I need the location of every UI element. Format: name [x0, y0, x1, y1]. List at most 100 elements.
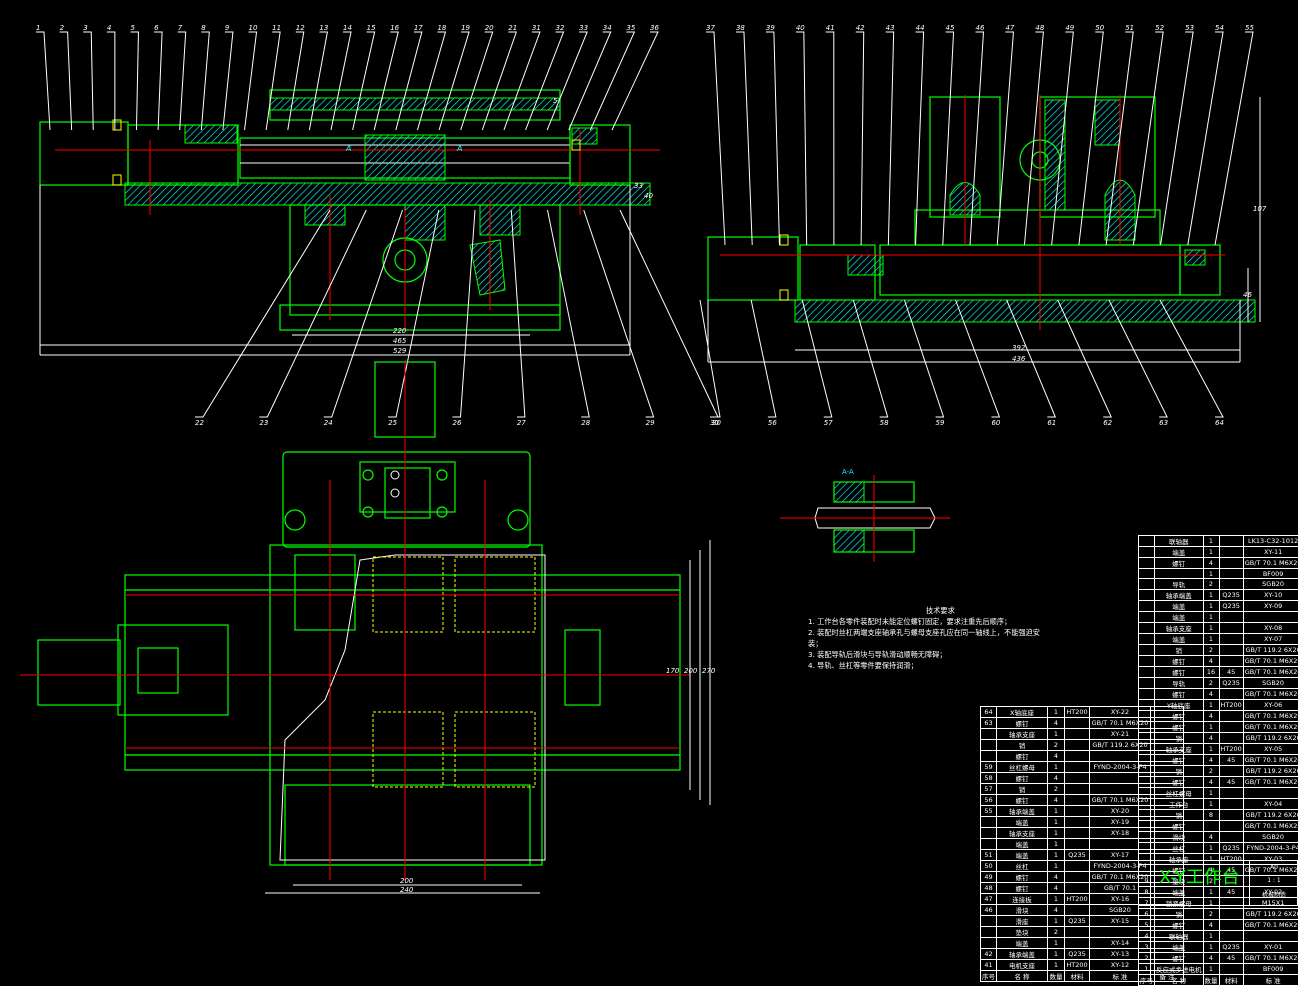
callout-label: 47 — [1005, 24, 1014, 32]
bom-cell-name: 销 — [997, 740, 1048, 751]
bom-cell-std: GB/T 119.2 6X20 — [1243, 766, 1298, 777]
bom-cell-mat — [1219, 799, 1243, 810]
bom-cell-qty: 4 — [1203, 755, 1219, 766]
bom-cell-qty: 1 — [1203, 634, 1219, 645]
bom-cell-std: XY-06 — [1243, 700, 1298, 711]
bom-cell-name: 螺钉 — [1155, 689, 1204, 700]
bom-cell-mat — [1065, 718, 1090, 729]
callout-label: 59 — [936, 419, 945, 427]
bom-cell-qty: 4 — [1203, 777, 1219, 788]
bom-cell-name: 螺钉 — [1155, 656, 1204, 667]
tech-item-2: 2. 装配时丝杠两端支座轴承孔与螺母支座孔应在同一轴线上，不能强迫安 — [808, 627, 1040, 638]
bom-cell-name: 销 — [1155, 810, 1204, 821]
bom-cell-mat — [1065, 762, 1090, 773]
callout-leader — [584, 210, 654, 417]
callout-leader — [569, 32, 611, 130]
bom-cell-mat: Q235 — [1065, 850, 1090, 861]
bom-cell-qty: 1 — [1203, 843, 1219, 854]
bom-cell-no — [1139, 601, 1155, 612]
dim-220: 220 — [393, 327, 407, 335]
bom-cell-name: 联轴器 — [1155, 536, 1204, 547]
callout-leader — [706, 32, 725, 245]
bom-cell-qty: 1 — [1048, 938, 1065, 949]
bom-cell-mat — [1219, 931, 1243, 942]
bom-cell-name — [1155, 569, 1204, 579]
bom-cell-no — [1139, 722, 1155, 733]
bom-cell-name: X轴底座 — [997, 707, 1048, 718]
scale: 1 : 1 — [1250, 877, 1298, 884]
bom-cell-std: GB/T 70.1 M6X20 — [1243, 711, 1298, 722]
bom-cell-mat — [1219, 536, 1243, 547]
bom-cell-no: 2 — [1139, 953, 1155, 964]
callout-leader — [826, 32, 834, 245]
bom-cell-no — [1139, 689, 1155, 700]
bom-cell-std: XY-08 — [1243, 623, 1298, 634]
bom-cell-std: GB/T 70.1 M6X20 — [1243, 920, 1298, 931]
bom-cell-std: GB/T 70.1 M6X20 — [1243, 558, 1298, 569]
callout-label: 55 — [1245, 24, 1254, 32]
bom-cell-name: 销 — [997, 784, 1048, 795]
callout-leader — [374, 32, 398, 130]
bom-cell-qty: 16 — [1203, 667, 1219, 678]
callout-leader — [331, 32, 351, 130]
bom-cell-qty: 1 — [1203, 788, 1219, 799]
callout-label: 54 — [1215, 24, 1224, 32]
bom-cell-qty: 1 — [1203, 612, 1219, 623]
dim-465: 465 — [393, 337, 407, 345]
callout-leader — [1188, 32, 1223, 245]
bom-cell-std: GB/T 70.1 M6X20 — [1243, 667, 1298, 678]
callout-label: 1 — [36, 24, 40, 32]
bom-cell-no — [1139, 623, 1155, 634]
bom-cell-std: SGB20 — [1243, 678, 1298, 689]
bom-cell-no — [1139, 579, 1155, 590]
callout-label: 31 — [532, 24, 541, 32]
bom-cell-no — [1139, 700, 1155, 711]
bom-cell-no — [981, 751, 997, 762]
bom-cell-name: 端盖 — [1155, 634, 1204, 645]
callout-label: 33 — [579, 24, 588, 32]
bom-cell-mat — [1219, 964, 1243, 975]
bom-cell-qty: 1 — [1048, 762, 1065, 773]
callout-label: 20 — [485, 24, 494, 32]
bom-cell-name: 端盖 — [1155, 547, 1204, 558]
callout-leader — [504, 32, 540, 130]
bom-cell-no: 50 — [981, 861, 997, 872]
bom-cell-std: LK13-C32-1012 — [1243, 536, 1298, 547]
front-view: 220 465 529 5 33 40 A A — [40, 90, 660, 355]
bom-cell-qty: 1 — [1048, 916, 1065, 927]
bom-cell-std: GB/T 70.1 M6X20 — [1243, 821, 1298, 832]
bom-cell-no — [1139, 678, 1155, 689]
bom-cell-name: 丝杠 — [1155, 843, 1204, 854]
bom-cell-qty: 4 — [1203, 733, 1219, 744]
bom-cell-qty: 4 — [1203, 920, 1219, 931]
bom-cell-no: 48 — [981, 883, 997, 894]
bom-cell-name: 端盖 — [1155, 601, 1204, 612]
callout-label: 38 — [736, 24, 745, 32]
callout-label: 48 — [1035, 24, 1044, 32]
bom-cell-qty: 4 — [1203, 832, 1219, 843]
bom-cell-qty: 2 — [1203, 579, 1219, 590]
bom-cell-no — [981, 927, 997, 938]
bom-cell-mat: Q235 — [1065, 916, 1090, 927]
worktable-plan — [270, 545, 542, 865]
bom-cell-qty: 4 — [1048, 718, 1065, 729]
callout-leader — [324, 210, 403, 417]
bom-cell-no: 4 — [1139, 931, 1155, 942]
callout-label: 43 — [886, 24, 895, 32]
callout-label: 19 — [461, 24, 470, 32]
bom-cell-qty: 4 — [1048, 751, 1065, 762]
bom-cell-qty: 4 — [1203, 711, 1219, 722]
callout-label: 7 — [178, 24, 183, 32]
bom-cell-qty: 1 — [1203, 722, 1219, 733]
bom-cell-no — [1139, 590, 1155, 601]
bom-cell-no — [1139, 744, 1155, 755]
